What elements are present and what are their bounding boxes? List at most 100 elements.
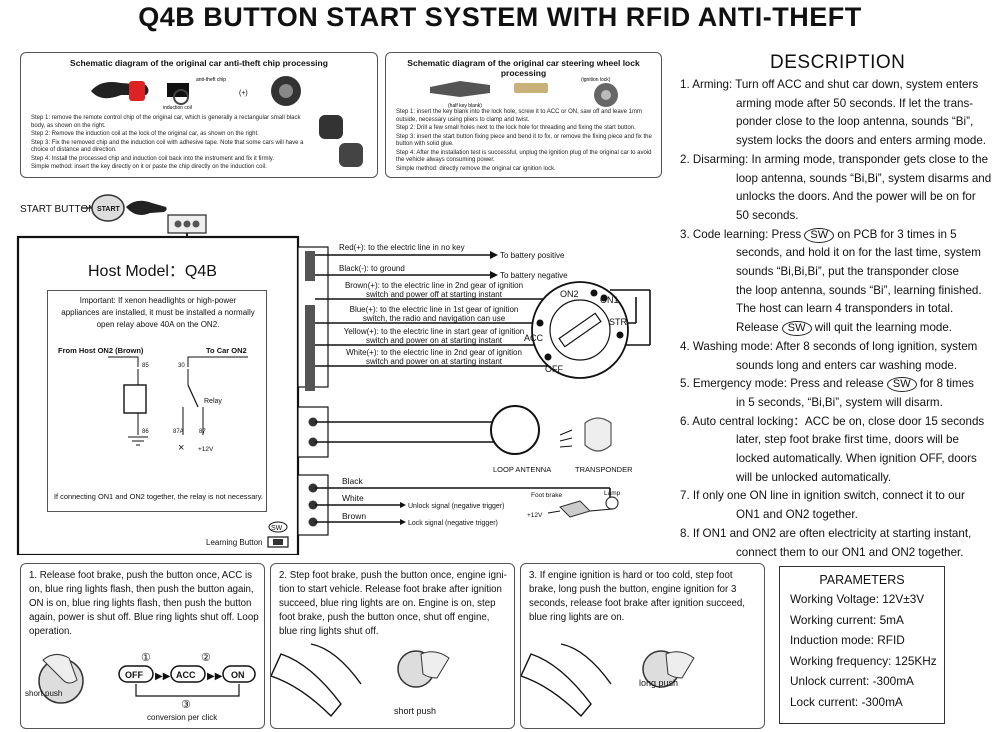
- lamp-icon: [605, 496, 619, 510]
- cycle-acc-text: ACC: [176, 670, 196, 680]
- learning-button-label: Learning Button: [206, 538, 263, 547]
- sw-badge: SW: [804, 227, 835, 243]
- finger-2-icon: [420, 651, 450, 679]
- param-induction: Induction mode: RFID: [790, 633, 905, 648]
- pin-85: 85: [142, 363, 149, 369]
- param-voltage: Working Voltage: 12V±3V: [790, 592, 925, 606]
- svg-text:▶▶: ▶▶: [155, 671, 171, 682]
- desc-item-4: 4. Washing mode: After 8 seconds of long…: [680, 339, 978, 372]
- foot-brake-press-icon: [271, 653, 342, 718]
- chip-step-2: Step 2: Remove the induction coil at the…: [31, 131, 259, 137]
- lamp-label: Lamp: [604, 490, 621, 497]
- lock-step-4: Step 4: After the installation test is s…: [396, 149, 652, 164]
- svg-text:▶▶: ▶▶: [207, 671, 223, 682]
- learning-sw-text: SW: [271, 525, 283, 532]
- bottom-panel-1: 1. Release foot brake, push the button o…: [20, 563, 265, 729]
- cycle-on-text: ON: [231, 670, 245, 680]
- parameters-list: Working Voltage: 12V±3V Working current:…: [780, 589, 944, 713]
- lock-step-simple: Simple method: directly remove the origi…: [396, 165, 556, 172]
- desc-item-6: 6. Auto central locking：ACC be on, close…: [680, 414, 985, 484]
- desc-item-3: 3. Code learning: Press SW on PCB for 3 …: [680, 227, 982, 337]
- signal-waves-icon: [559, 429, 573, 448]
- sw-badge: SW: [781, 321, 812, 337]
- battery-positive-label: To battery positive: [500, 251, 565, 260]
- short-push-label-2: short push: [394, 706, 436, 716]
- lock-step-3: Step 3: insert the start button fixing p…: [396, 133, 652, 148]
- schematic-lock-title: Schematic diagram of the original car st…: [407, 58, 640, 78]
- cycle-num-2: ②: [201, 652, 211, 664]
- key-icon: [129, 81, 145, 101]
- lock-step-1: Step 1: insert the key blank into the lo…: [396, 109, 643, 123]
- bottom-2-text: 2. Step foot brake, push the button once…: [279, 570, 507, 637]
- transponder-label: TRANSPONDER: [575, 465, 633, 474]
- param-unlock: Unlock current: -300mA: [790, 674, 914, 689]
- relay-warning: Important: If xenon headlights or high-p…: [61, 296, 255, 329]
- finger-3-icon: [665, 651, 695, 679]
- chip-photos: [319, 115, 363, 167]
- loop-antenna-label: LOOP ANTENNA: [493, 465, 551, 474]
- bottom-1-text: 1. Release foot brake, push the button o…: [29, 570, 259, 637]
- schematic-chip-title: Schematic diagram of the original car an…: [70, 58, 328, 68]
- battery-negative-label: To battery negative: [500, 271, 568, 280]
- page-title: Q4B BUTTON START SYSTEM WITH RFID ANTI-T…: [138, 2, 862, 32]
- coil-icon: [173, 89, 189, 105]
- chip-steps: Step 1: remove the remote control chip o…: [31, 115, 311, 172]
- cycle-num-1: ①: [141, 652, 151, 664]
- learning-sw-badge: [268, 521, 288, 533]
- desc-item-5: 5. Emergency mode: Press and release SW …: [680, 377, 974, 409]
- pin-30: 30: [178, 363, 185, 369]
- wire-label-blue: Blue(+): to the electric line in 1st gea…: [349, 305, 519, 323]
- cycle-acc-badge: [170, 665, 206, 683]
- lock-steps: Step 1: insert the key blank into the lo…: [396, 109, 656, 173]
- cycle-off-badge: [118, 665, 154, 683]
- loop-antenna-icon: [490, 405, 540, 455]
- start-button-icon: [91, 194, 125, 222]
- chip-step-3: Step 3: Fix the removed chip and the ind…: [31, 139, 304, 154]
- desc-item-1: 1. Arming: Turn off ACC and shut car dow…: [680, 78, 987, 148]
- half-key-label: (half key blank): [448, 103, 482, 109]
- wire-label-white: White(+): to the electric line in 2nd ge…: [346, 348, 522, 366]
- host-title: Host Model：Q4B: [88, 263, 217, 280]
- description-list: 1. Arming: Turn off ACC and shut car dow…: [680, 76, 998, 562]
- schematic-chip-panel: Schematic diagram of the original car an…: [20, 52, 378, 178]
- wire-label-red: Red(+): to the electric line in no key: [339, 243, 465, 252]
- short-push-label-1: short push: [25, 689, 62, 698]
- plus-label: (+): [239, 90, 248, 97]
- transponder-icon: [584, 417, 612, 452]
- from-host-label: From Host ON2 (Brown): [58, 346, 144, 355]
- relay-footnote: If connecting ON1 and ON2 together, the …: [54, 492, 263, 501]
- unlock-signal-label: Unlock signal (negative trigger): [408, 503, 505, 510]
- coil-photo2-icon: [339, 143, 363, 167]
- pin-87a: 87A: [173, 429, 184, 435]
- black-wire-label: Black: [342, 476, 364, 486]
- relay-12v: +12V: [198, 446, 214, 453]
- conversion-caption: conversion per click: [147, 713, 218, 722]
- relay-coil-icon: [123, 384, 147, 414]
- brown-wire-label: Brown: [342, 511, 366, 521]
- wire-label-black: Black(-): to ground: [339, 264, 405, 273]
- bottom-2-illustration: short push: [271, 643, 450, 718]
- foot-brake-label: Foot brake: [531, 492, 562, 499]
- description-heading: DESCRIPTION: [770, 52, 906, 73]
- wire-label-brown: Brown(+): to the electric line in 2nd ge…: [344, 281, 524, 299]
- param-current: Working current: 5mA: [790, 612, 904, 627]
- cycle-on-badge: [222, 665, 256, 683]
- chip-illustration: anti-theft chip induction coil (+): [91, 76, 301, 111]
- bottom-1-illustration: short push ① ② OFF ▶▶ ACC ▶▶ ON ③ conver…: [25, 652, 256, 722]
- param-lock: Lock current: -300mA: [790, 694, 903, 709]
- cycle-off-text: OFF: [125, 670, 143, 680]
- chip-step-4: Step 4: Install the processed chip and i…: [31, 155, 275, 162]
- chip-photo-icon: [319, 115, 343, 139]
- str-label: STR: [609, 317, 628, 327]
- lock-signal-label: Lock signal (negative trigger): [408, 520, 498, 527]
- ignition-lock-label: (ignition lock): [581, 77, 611, 83]
- bottom-3-text: 3. If engine ignition is hard or too col…: [529, 570, 745, 623]
- long-push-label: long push: [639, 678, 678, 688]
- on1-label: ON1: [600, 295, 619, 305]
- pin-86: 86: [142, 429, 149, 435]
- off-label: OFF: [545, 364, 563, 374]
- parameters-panel: PARAMETERS Working Voltage: 12V±3V Worki…: [779, 566, 945, 724]
- on2-label: ON2: [560, 289, 579, 299]
- start-button-label: START BUTTON: [20, 204, 95, 215]
- lock-illustration: (half key blank) (ignition lock): [430, 77, 618, 109]
